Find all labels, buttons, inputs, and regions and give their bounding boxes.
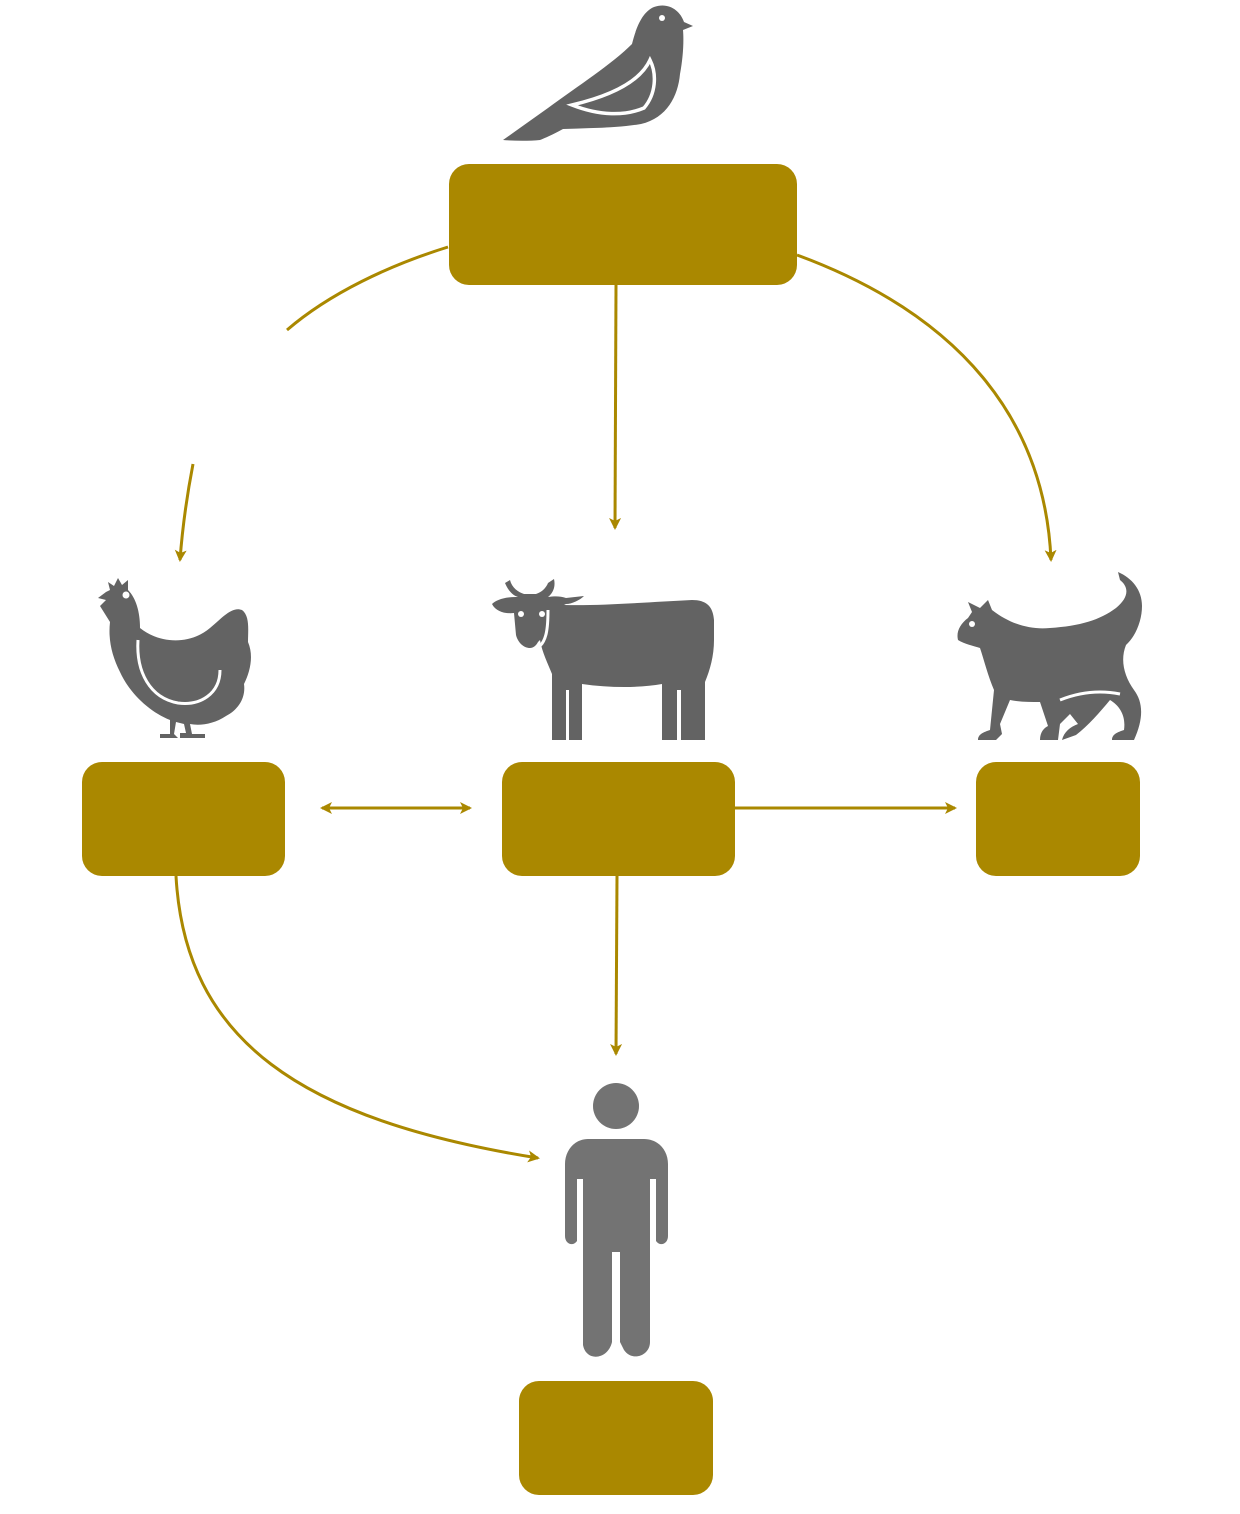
edge-bird-to-chicken-upper — [286, 245, 449, 332]
cow-icon — [492, 579, 714, 740]
node-chicken[interactable] — [82, 762, 285, 876]
node-boxes — [82, 164, 1140, 1495]
edge-bird-to-cow — [609, 284, 622, 530]
cat-icon — [957, 572, 1142, 740]
edge-cow-to-human — [610, 875, 623, 1056]
person-icon — [565, 1083, 668, 1357]
edge-bird-to-cat — [796, 253, 1057, 562]
node-cat-box[interactable] — [976, 762, 1140, 876]
node-bird[interactable] — [449, 164, 797, 285]
node-chicken-box[interactable] — [82, 762, 285, 876]
node-bird-box[interactable] — [449, 164, 797, 285]
node-human[interactable] — [519, 1381, 713, 1495]
node-cow[interactable] — [502, 762, 735, 876]
edge-chicken-to-human — [174, 875, 540, 1163]
node-cat[interactable] — [976, 762, 1140, 876]
node-human-box[interactable] — [519, 1381, 713, 1495]
edge-bird-to-chicken — [174, 463, 195, 562]
node-cow-box[interactable] — [502, 762, 735, 876]
chicken-icon — [98, 578, 251, 738]
edges — [174, 245, 1057, 1163]
bird-icon — [503, 5, 693, 141]
